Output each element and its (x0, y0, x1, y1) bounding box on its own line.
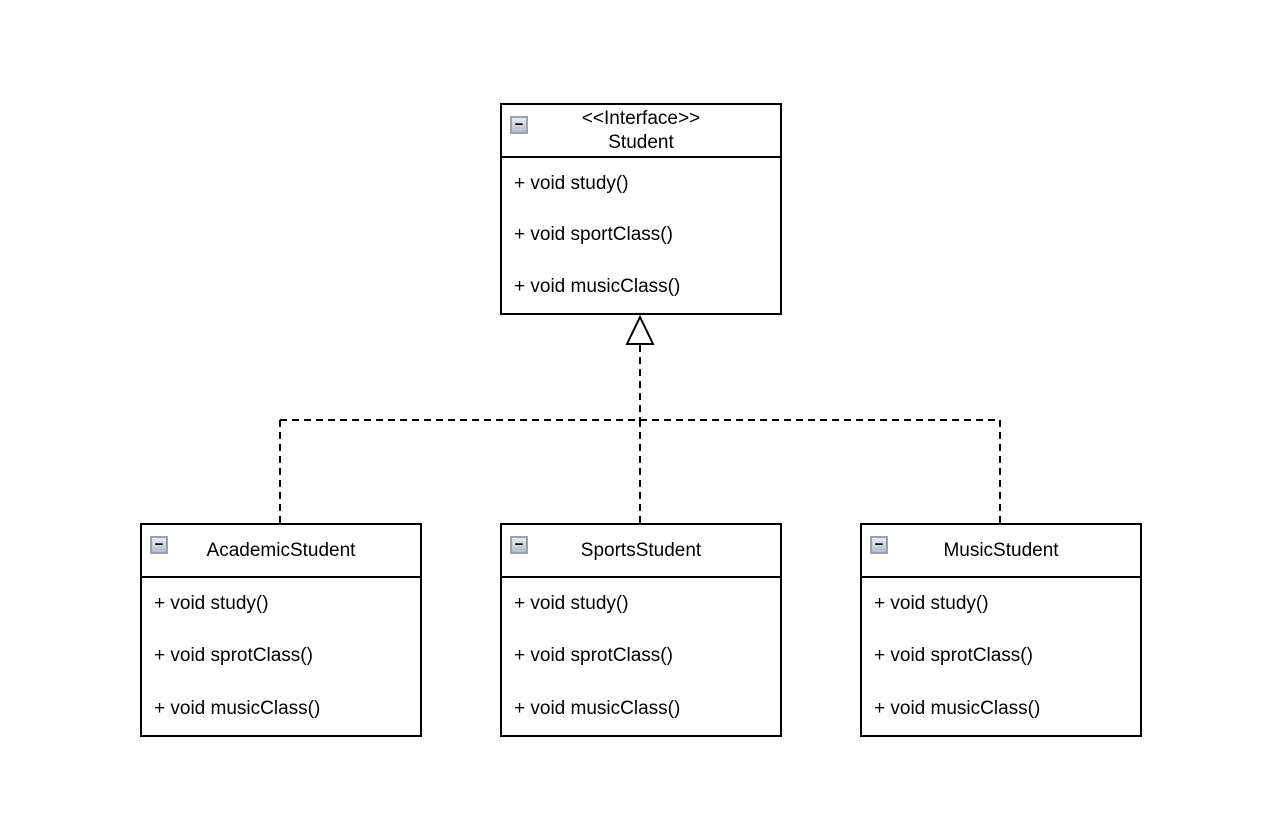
class-name: SportsStudent (580, 539, 702, 561)
interface-header: − <<Interface>> Student (502, 105, 780, 158)
interface-name: Student (608, 131, 674, 153)
method-sprotclass: + void sprotClass() (514, 645, 673, 667)
collapse-icon[interactable]: − (510, 536, 528, 554)
method-musicclass: + void musicClass() (874, 697, 1041, 719)
method-sprotclass: + void sprotClass() (874, 645, 1033, 667)
method-study: + void study() (514, 593, 629, 615)
hollow-triangle-arrow (625, 314, 655, 345)
collapse-icon[interactable]: − (150, 536, 168, 554)
method-musicclass: + void musicClass() (514, 697, 681, 719)
class-header: − MusicStudent (862, 525, 1140, 578)
class-methods: + void study() + void sprotClass() + voi… (142, 578, 420, 735)
class-header: − SportsStudent (502, 525, 780, 578)
interface-stereotype: <<Interface>> (581, 107, 701, 129)
method-study: + void study() (514, 172, 629, 194)
method-study: + void study() (874, 593, 989, 615)
class-name: AcademicStudent (206, 539, 356, 561)
class-box-musicstudent[interactable]: − MusicStudent + void study() + void spr… (860, 523, 1142, 737)
collapse-icon[interactable]: − (870, 536, 888, 554)
class-header: − AcademicStudent (142, 525, 420, 578)
interface-methods: + void study() + void sportClass() + voi… (502, 158, 780, 313)
method-musicclass: + void musicClass() (514, 276, 681, 298)
minus-glyph: − (154, 535, 164, 553)
interface-box-student[interactable]: − <<Interface>> Student + void study() +… (500, 103, 782, 315)
collapse-icon[interactable]: − (510, 116, 528, 134)
class-name: MusicStudent (943, 539, 1059, 561)
method-sportclass: + void sportClass() (514, 224, 673, 246)
method-sprotclass: + void sprotClass() (154, 645, 313, 667)
minus-glyph: − (514, 535, 524, 553)
method-study: + void study() (154, 593, 269, 615)
method-musicclass: + void musicClass() (154, 697, 321, 719)
minus-glyph: − (514, 115, 524, 133)
minus-glyph: − (874, 535, 884, 553)
class-methods: + void study() + void sprotClass() + voi… (862, 578, 1140, 735)
class-methods: + void study() + void sprotClass() + voi… (502, 578, 780, 735)
class-box-sportsstudent[interactable]: − SportsStudent + void study() + void sp… (500, 523, 782, 737)
class-box-academicstudent[interactable]: − AcademicStudent + void study() + void … (140, 523, 422, 737)
